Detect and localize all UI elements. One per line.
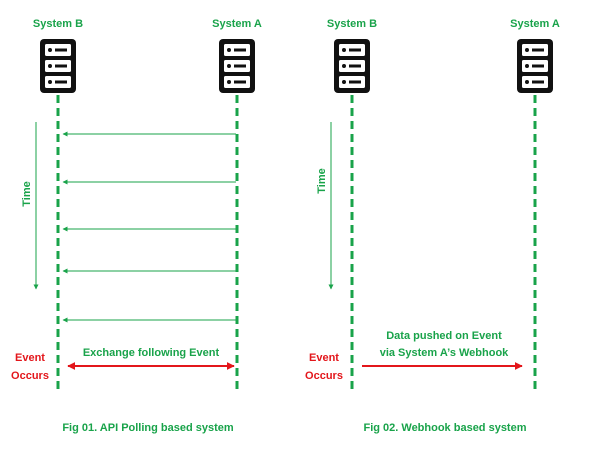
fig2-event-label: Event [309, 352, 339, 364]
fig1-system-a-server-icon [219, 39, 255, 93]
fig2-system-b-label: System B [327, 18, 377, 30]
fig1-system-b-label: System B [33, 18, 83, 30]
fig2-system-a-label: System A [510, 18, 560, 30]
fig1-occurs-label: Occurs [11, 370, 49, 382]
fig1-poll-requests [62, 131, 236, 323]
fig1-event-label: Event [15, 352, 45, 364]
fig2-webhook-diagram: System B System A Time Event Occurs Data… [305, 18, 560, 434]
fig1-exchange-label: Exchange following Event [83, 347, 220, 359]
fig1-system-b-server-icon [40, 39, 76, 93]
fig2-occurs-label: Occurs [305, 370, 343, 382]
fig2-system-b-server-icon [334, 39, 370, 93]
fig1-system-a-label: System A [212, 18, 262, 30]
fig2-caption: Fig 02. Webhook based system [363, 422, 526, 434]
fig1-polling-diagram: System B System A Time Event Occurs Exch… [11, 18, 262, 434]
fig2-time-label: Time [316, 168, 328, 193]
fig1-time-label: Time [21, 181, 33, 206]
fig2-push-label-line1: Data pushed on Event [386, 330, 502, 342]
fig2-system-a-server-icon [517, 39, 553, 93]
fig1-caption: Fig 01. API Polling based system [62, 422, 234, 434]
fig2-push-label-line2: via System A’s Webhook [380, 347, 509, 359]
